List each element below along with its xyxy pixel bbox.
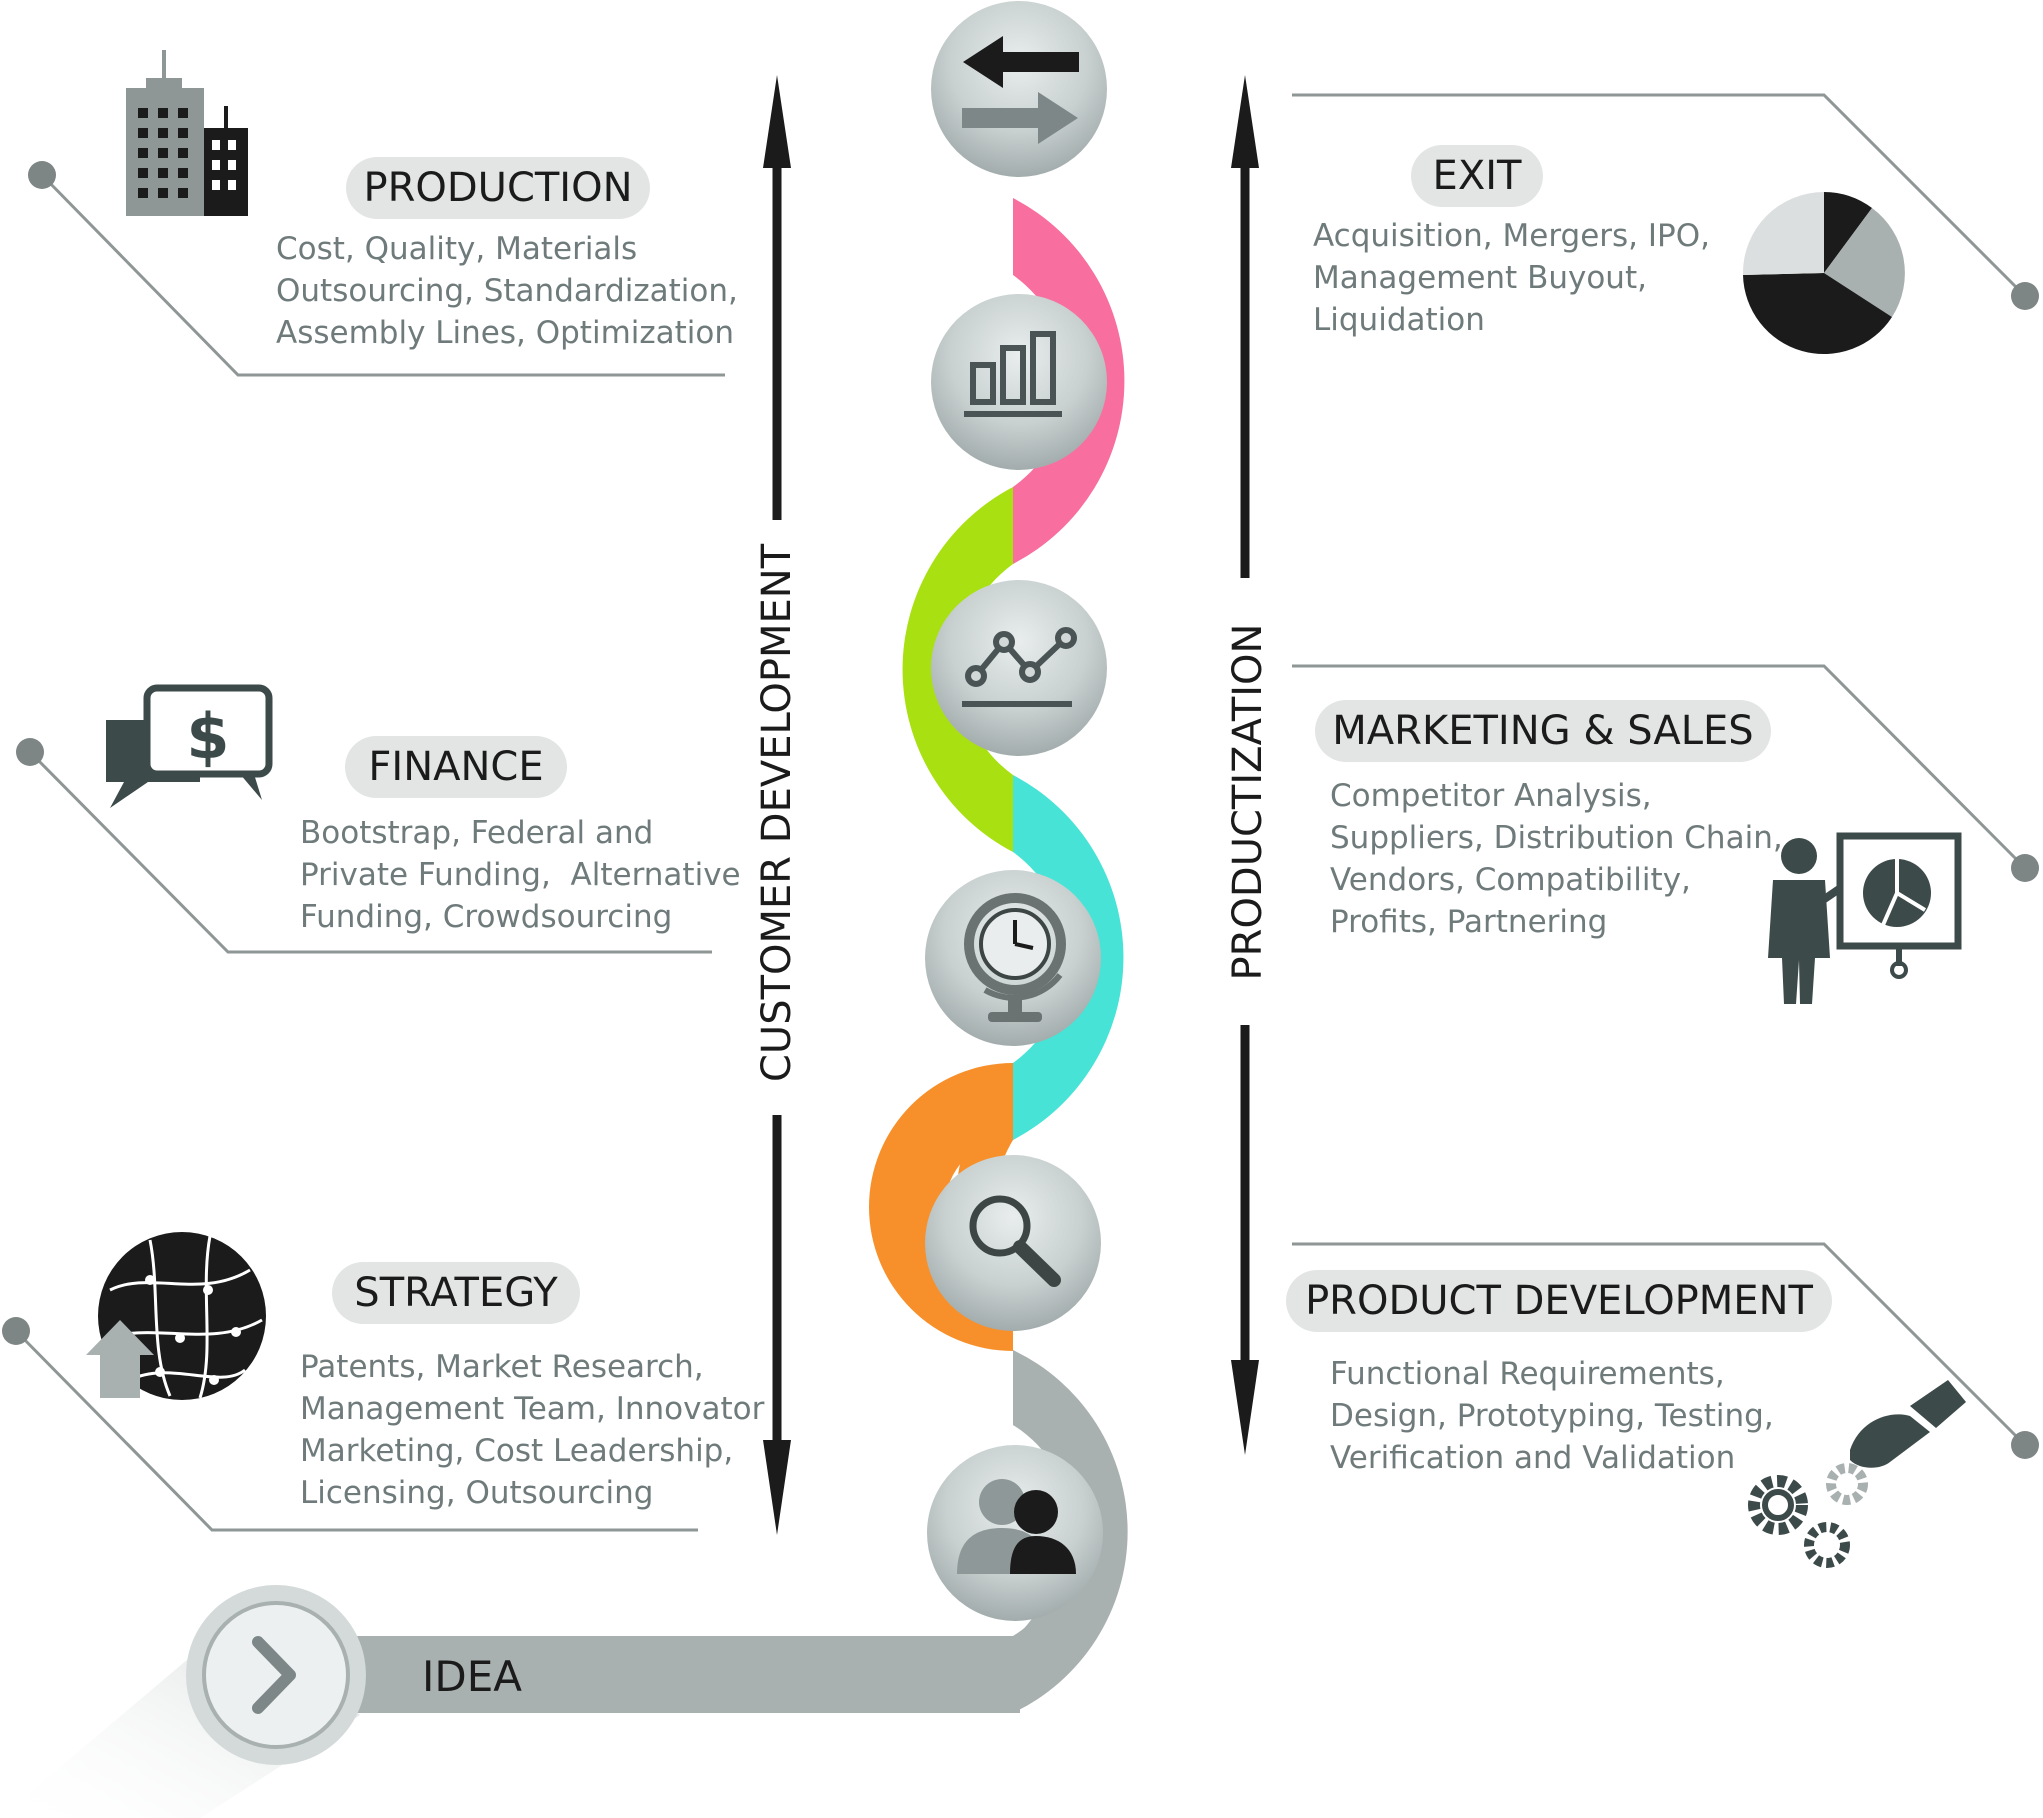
- product-development-description: Functional Requirements, Design, Prototy…: [1330, 1353, 1774, 1479]
- leader-dots: [2, 161, 2039, 1459]
- production-description: Cost, Quality, Materials Outsourcing, St…: [276, 228, 738, 354]
- ball-line-chart: [931, 580, 1107, 756]
- marketing-line-3: Vendors, Compatibility,: [1330, 862, 1691, 898]
- arrows-exchange-icon: [962, 36, 1079, 144]
- line-chart-icon: [962, 627, 1077, 707]
- chevron-right-icon: [252, 1636, 296, 1714]
- finance-line-2: Private Funding, Alternative: [300, 857, 741, 893]
- path-gray-segment: [1013, 1350, 1128, 1713]
- vertical-arrows: [763, 75, 1259, 1535]
- finance-line-3: Funding, Crowdsourcing: [300, 899, 673, 935]
- network-globe-icon: [86, 1232, 266, 1400]
- exit-line-2: Management Buyout,: [1313, 260, 1647, 296]
- bar-chart-icon: [964, 331, 1062, 417]
- product-line-1: Functional Requirements,: [1330, 1356, 1725, 1392]
- marketing-line-2: Suppliers, Distribution Chain,: [1330, 820, 1783, 856]
- exit-title: EXIT: [1411, 145, 1543, 207]
- leader-dot-exit: [2011, 282, 2039, 310]
- leader-line-finance: [28, 750, 712, 954]
- right-arrowhead-up: [1231, 75, 1259, 168]
- globe-clock-icon: [964, 893, 1066, 1022]
- leader-line-exit: [1292, 93, 2027, 298]
- production-title: PRODUCTION: [346, 157, 650, 219]
- marketing-sales-description: Competitor Analysis, Suppliers, Distribu…: [1330, 775, 1783, 943]
- idea-track: [300, 1636, 1020, 1713]
- start-inner: [202, 1601, 350, 1749]
- leader-dot-marketing: [2011, 854, 2039, 882]
- product-line-3: Verification and Validation: [1330, 1440, 1736, 1476]
- marketing-line-1: Competitor Analysis,: [1330, 778, 1652, 814]
- leader-dot-finance: [16, 738, 44, 766]
- marketing-line-4: Profits, Partnering: [1330, 904, 1608, 940]
- left-arrowhead-down: [763, 1440, 791, 1535]
- leader-line-strategy: [14, 1329, 698, 1532]
- strategy-title: STRATEGY: [332, 1262, 580, 1324]
- marketing-sales-title: MARKETING & SALES: [1315, 700, 1771, 762]
- product-development-title: PRODUCT DEVELOPMENT: [1286, 1270, 1832, 1332]
- left-arrowhead-up: [763, 75, 791, 168]
- strategy-line-2: Management Team, Innovator: [300, 1391, 765, 1427]
- strategy-line-3: Marketing, Cost Leadership,: [300, 1433, 734, 1469]
- leader-dot-strategy: [2, 1317, 30, 1345]
- leader-line-product: [1292, 1242, 2027, 1447]
- leader-lines: [14, 93, 2027, 1532]
- productization-label: PRODUCTIZATION: [1225, 623, 1271, 981]
- production-line-2: Outsourcing, Standardization,: [276, 273, 738, 309]
- dollar-chat-icon: $: [106, 684, 273, 808]
- start-button-group: [0, 1585, 366, 1818]
- idea-label: IDEA: [422, 1652, 522, 1701]
- hand-gears-icon: [1748, 1380, 1966, 1568]
- strategy-line-1: Patents, Market Research,: [300, 1349, 704, 1385]
- production-line-3: Assembly Lines, Optimization: [276, 315, 735, 351]
- svg-text:$: $: [186, 700, 229, 773]
- ball-bar-chart: [931, 294, 1107, 470]
- product-line-2: Design, Prototyping, Testing,: [1330, 1398, 1774, 1434]
- buildings-icon: [126, 50, 248, 216]
- leader-dot-production: [28, 161, 56, 189]
- presenter-icon: [1768, 832, 1962, 1004]
- production-line-1: Cost, Quality, Materials: [276, 231, 638, 267]
- leader-dot-product: [2011, 1431, 2039, 1459]
- exit-line-1: Acquisition, Mergers, IPO,: [1313, 218, 1710, 254]
- customer-development-label: CUSTOMER DEVELOPMENT: [754, 543, 800, 1082]
- finance-description: Bootstrap, Federal and Private Funding, …: [300, 812, 741, 938]
- leader-line-marketing: [1292, 664, 2027, 870]
- pie-chart-icon: [1742, 192, 1905, 355]
- ball-magnifier: [925, 1155, 1101, 1331]
- magnifier-icon: [969, 1195, 1061, 1287]
- people-icon: [957, 1479, 1076, 1574]
- strategy-description: Patents, Market Research, Management Tea…: [300, 1346, 764, 1514]
- finance-line-1: Bootstrap, Federal and: [300, 815, 654, 851]
- ball-arrows: [931, 1, 1107, 177]
- exit-line-3: Liquidation: [1313, 302, 1485, 338]
- strategy-line-4: Licensing, Outsourcing: [300, 1475, 654, 1511]
- leader-line-production: [40, 173, 725, 377]
- exit-description: Acquisition, Mergers, IPO, Management Bu…: [1313, 215, 1710, 341]
- finance-title: FINANCE: [345, 736, 567, 798]
- right-arrowhead-down: [1231, 1360, 1259, 1455]
